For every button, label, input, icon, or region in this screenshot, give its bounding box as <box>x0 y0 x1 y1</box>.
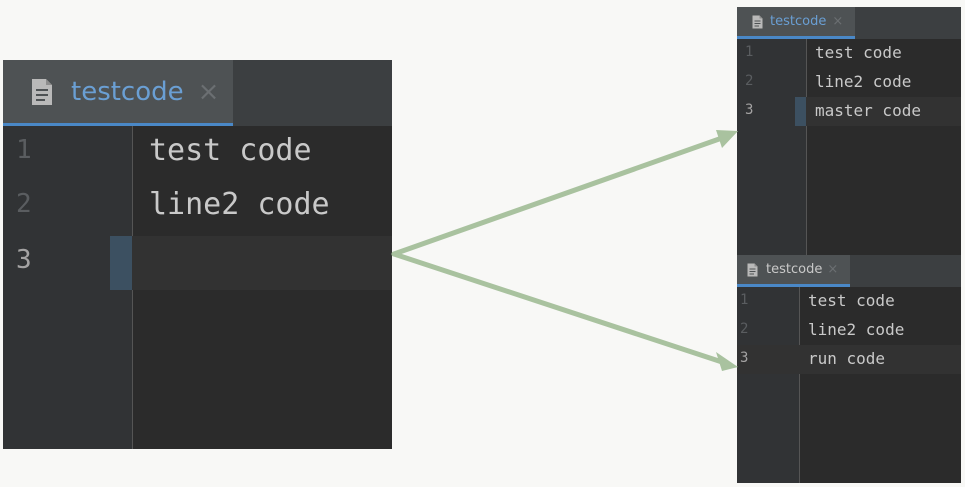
arrow-head-master <box>716 130 738 148</box>
run-line-3: 3 run code <box>737 345 961 374</box>
line-number: 2 <box>745 73 754 89</box>
line-number: 3 <box>740 350 749 366</box>
close-icon[interactable]: × <box>197 76 220 107</box>
base-tab[interactable]: testcode × <box>3 60 233 126</box>
base-tab-bar: testcode × <box>3 60 392 126</box>
base-editor: testcode × 1 test code 2 line2 code 3 <box>3 60 392 449</box>
close-icon[interactable]: × <box>832 14 844 29</box>
run-tab[interactable]: testcode × <box>737 255 850 287</box>
close-icon[interactable]: × <box>827 262 839 277</box>
line-number: 3 <box>16 245 32 275</box>
run-line-2: 2 line2 code <box>737 316 961 345</box>
code-text: test code <box>149 133 312 168</box>
line-number: 2 <box>16 189 32 219</box>
base-line-1: 1 test code <box>3 126 392 180</box>
document-icon <box>752 15 763 29</box>
line-number: 1 <box>740 292 749 308</box>
code-text: master code <box>815 101 921 120</box>
code-text: test code <box>815 43 902 62</box>
line-number: 1 <box>745 44 754 60</box>
line-number: 2 <box>740 321 749 337</box>
master-gutter <box>737 39 806 257</box>
code-text: line2 code <box>149 187 330 222</box>
master-editor: testcode × 1 test code 2 line2 code mast… <box>737 7 961 257</box>
arrow-head-run <box>716 352 738 371</box>
master-line-2: 2 line2 code <box>737 68 961 97</box>
run-tab-label: testcode <box>766 262 823 277</box>
base-line-3 <box>132 236 392 290</box>
run-gutter <box>737 287 799 483</box>
arrow-to-master <box>391 135 725 257</box>
base-line-2: 2 line2 code <box>3 180 392 234</box>
master-line-3: master code <box>806 97 961 126</box>
run-gutter-divider <box>799 287 800 483</box>
code-text: run code <box>808 349 886 368</box>
base-tab-label: testcode <box>71 76 184 107</box>
master-tab-bar: testcode × <box>737 7 961 39</box>
document-icon <box>31 78 53 106</box>
master-line-1: 1 test code <box>737 39 961 68</box>
code-text: test code <box>808 291 895 310</box>
master-gutter-divider <box>806 39 807 257</box>
master-tab-label: testcode <box>770 14 827 29</box>
line-number: 3 <box>745 102 754 118</box>
document-icon <box>747 263 758 277</box>
base-code-area[interactable]: 1 test code 2 line2 code 3 <box>3 126 392 449</box>
line-number: 1 <box>16 135 32 165</box>
arrow-to-run <box>391 251 725 365</box>
run-code-area[interactable]: 1 test code 2 line2 code 3 run code <box>737 287 961 483</box>
master-tab[interactable]: testcode × <box>737 7 855 39</box>
base-line-marker <box>110 236 132 290</box>
code-text: line2 code <box>815 72 912 91</box>
run-tab-bar: testcode × <box>737 255 961 287</box>
master-code-area[interactable]: 1 test code 2 line2 code master code 3 <box>737 39 961 257</box>
run-line-1: 1 test code <box>737 287 961 316</box>
master-line-marker <box>795 97 806 126</box>
code-text: line2 code <box>808 320 905 339</box>
run-editor: testcode × 1 test code 2 line2 code 3 ru… <box>737 255 961 483</box>
